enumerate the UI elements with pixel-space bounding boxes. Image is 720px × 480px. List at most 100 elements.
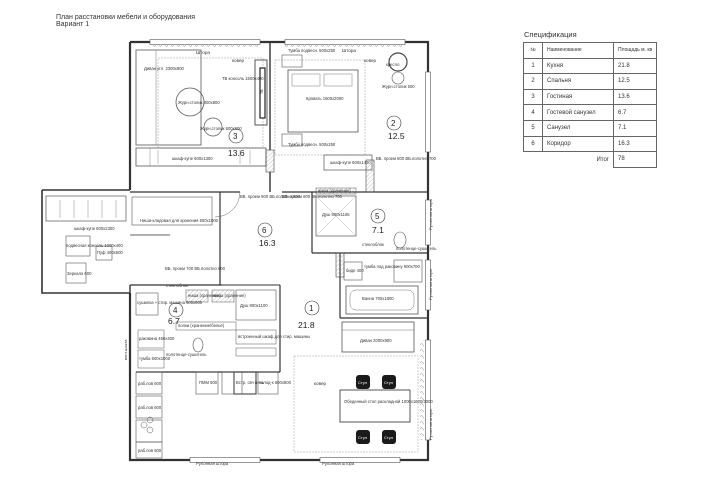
label-vent-shaft: вент.шахта [123,339,128,360]
spec-row: 4 Гостевой санузел 6.7 [523,104,658,121]
label-chair: Стул [384,435,394,440]
tv [259,67,266,119]
room-area: 16.3 [259,238,276,248]
washer-dryer [135,292,159,316]
label-towel-dryer: полотенце-сушитель [396,246,437,251]
plan-title: План расстановки мебели и оборудования В… [56,14,195,28]
room-area: 7.1 [372,225,384,235]
label-wardrobe: шкаф-купе 600х1400 [330,160,371,165]
label-niche: ниша (хранение) [318,188,351,193]
label-entry-wardrobe: шкаф-купе 600х2300 [74,226,115,231]
spec-row-area: 21.8 [612,57,658,75]
label-storage-niche: Ниша-кладовая для хранения 600х1000 [140,218,219,223]
pouf [95,245,113,261]
label-towel-dryer: полотенце-сушитель [166,352,207,357]
label-chair: Стул [384,380,394,385]
room-area: 6.7 [168,316,180,326]
label-nightstand: Тумба подвесн. 500х250 [288,48,336,53]
label-side-table: Журн.столик 500 [382,84,415,89]
label-coffee-table: Журн.столик 800х800 [178,100,220,105]
armchair [388,52,408,72]
toilet [393,231,407,249]
rug [293,355,419,453]
windows [149,39,431,463]
dining-table [339,389,411,423]
label-niche: ниша (хранение) [213,293,246,298]
columns [265,149,375,278]
label-cabinet: тумба 600х1000 [139,356,171,361]
label-armchair: кресло [386,62,400,67]
spec-row: 3 Гостиная 13.6 [523,88,658,106]
counter [135,371,163,395]
label-curtain: Штора [196,50,210,55]
sink-cabinet [393,259,423,283]
cabinet [137,329,165,349]
label-glass-block: стеклоблок [362,242,384,247]
room-living: Штора ковер Диван угл. 2300х900 Журн.сто… [135,49,268,167]
spec-row: 1 Кухня 21.8 [523,57,658,75]
coffee-table-round [176,86,178,88]
label-sink-cabinet: тумба под раковину 600х700 [364,264,420,269]
label-rug: ковер [314,381,327,386]
mirror [65,262,87,284]
shower-small [235,289,277,321]
spec-title: Спецификация [524,30,577,39]
spec-total-value: 78 [612,151,658,168]
label-shower: Душ 800х1100 [240,303,268,308]
label-bathtub: Ванна 700х1800 [362,296,394,301]
label-mirror: Зеркало 600 [67,271,92,276]
label-fridge: холод-к 600х600 [259,380,292,385]
spec-total-row: Итог 78 [524,151,658,168]
room-area: 12.5 [388,131,405,141]
label-shelves: полки (хранение/бельё) [178,323,225,328]
corner-sofa [135,49,202,146]
shower [315,195,357,237]
counter [135,419,163,443]
niche [211,289,235,303]
label-roller-blind: Рулонная штора [428,198,433,230]
spec-row: 5 Санузел 7.1 [523,119,658,137]
room-area: 13.6 [228,148,245,158]
bed [287,69,359,133]
label-small-table: Журн.столик 600х600 [200,126,242,131]
tv-console [254,59,268,126]
plan-title-line2: Вариант 1 [56,21,90,28]
entry-wardrobe [45,195,127,222]
label-console: подвесная консоль 1000х400 [66,243,123,248]
microwave [233,371,257,395]
curtains [150,45,424,440]
builtin-wardrobe [235,329,277,345]
room-corridor: шкаф-купе 600х2300 Ниша-кладовая для хра… [45,191,343,284]
room-kitchen: Стул Стул Стул Стул ковер Диван 2000х900… [123,198,433,466]
label-bed: Кровать 1600х2000 [306,96,344,101]
room-area: 21.8 [298,320,315,330]
label-tv-console: ТВ консоль 1500х400 [222,76,264,81]
chairs [356,375,396,444]
toilet [192,337,204,353]
rug [274,59,366,156]
label-shower: Душ 900х1165 [322,212,350,217]
room-number: 5 [375,212,380,221]
spec-row: 6 Коридор 16.3 [523,135,658,153]
oven [221,371,243,395]
console [65,235,91,257]
room-number: 6 [262,226,267,235]
label-doorway: ВБ. проем 900 ВБ.полотно 800 [240,194,301,199]
label-wardrobe: шкаф-купе 600х1300 [172,156,213,161]
label-rug: ковер [232,58,245,63]
room-number: 4 [173,306,178,315]
label-microwave: Встр. свч печь [236,380,265,385]
label-builtin: встроенный шкаф для стир. машины [238,334,310,339]
label-counter: раб.пов 600 [138,448,162,453]
nightstand [281,133,303,147]
label-corner-sofa: Диван угл. 2300х900 [144,66,185,71]
spec-table: № Наименование Площадь м. кв 1 Кухня 21.… [523,42,658,168]
label-chair: Стул [358,435,368,440]
label-dining-table: Обеденный стол раскладной 1000х1600/2000 [344,399,433,404]
label-chair: Стул [358,380,368,385]
room-guest-wc: стеклоблок ниша (хранение) ниша (хранени… [135,283,310,369]
label-nightstand: Тумба подвесн. 500х250 [288,142,336,147]
fridge [257,371,279,395]
niche-storage [315,187,357,195]
